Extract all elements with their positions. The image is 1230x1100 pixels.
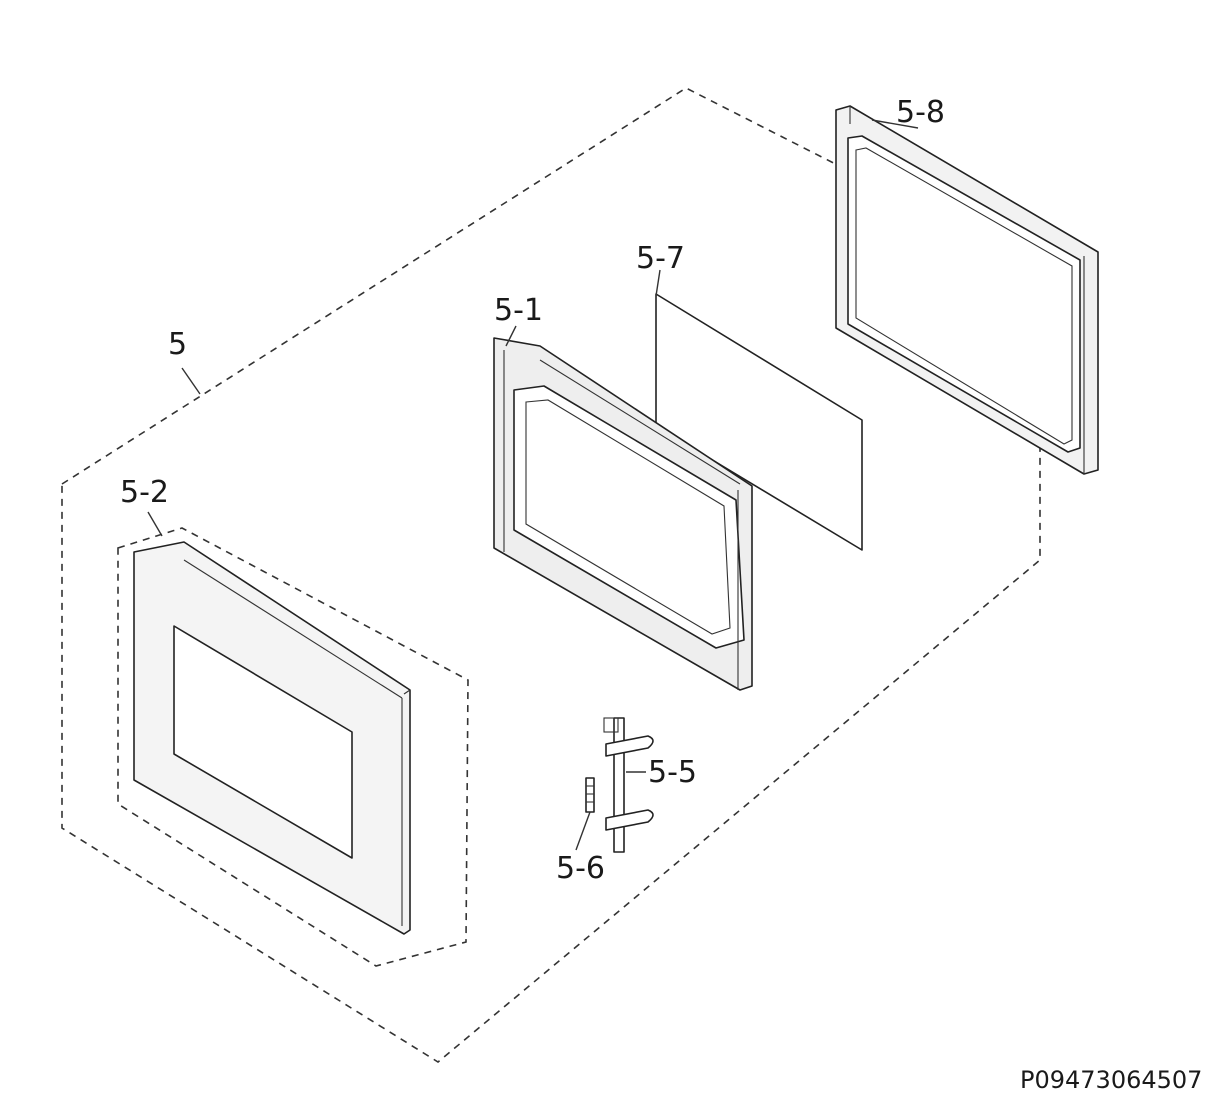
latch-part bbox=[603, 717, 654, 853]
callout-latch: 5-5 bbox=[648, 755, 697, 790]
leader-choke-cover bbox=[871, 119, 919, 129]
part-number: P09473064507 bbox=[1020, 1066, 1202, 1094]
callout-assembly: 5 bbox=[168, 327, 187, 362]
leader-door-frame bbox=[505, 325, 517, 347]
leader-assembly bbox=[181, 367, 201, 395]
choke-cover-part bbox=[835, 105, 1099, 475]
leader-door-front bbox=[147, 511, 163, 537]
assembly-outline bbox=[61, 87, 1041, 1063]
callout-door-front: 5-2 bbox=[120, 475, 169, 510]
door-front-outline bbox=[117, 527, 469, 967]
film-part bbox=[655, 293, 863, 551]
callout-door-frame: 5-1 bbox=[494, 293, 543, 328]
leader-spring bbox=[575, 811, 591, 851]
door-front-part bbox=[133, 541, 411, 935]
spring-part bbox=[585, 777, 595, 813]
callout-choke-cover: 5-8 bbox=[896, 95, 945, 130]
door-frame-part bbox=[493, 337, 753, 691]
callout-spring: 5-6 bbox=[556, 851, 605, 886]
leader-film bbox=[655, 269, 661, 297]
callout-film: 5-7 bbox=[636, 241, 685, 276]
